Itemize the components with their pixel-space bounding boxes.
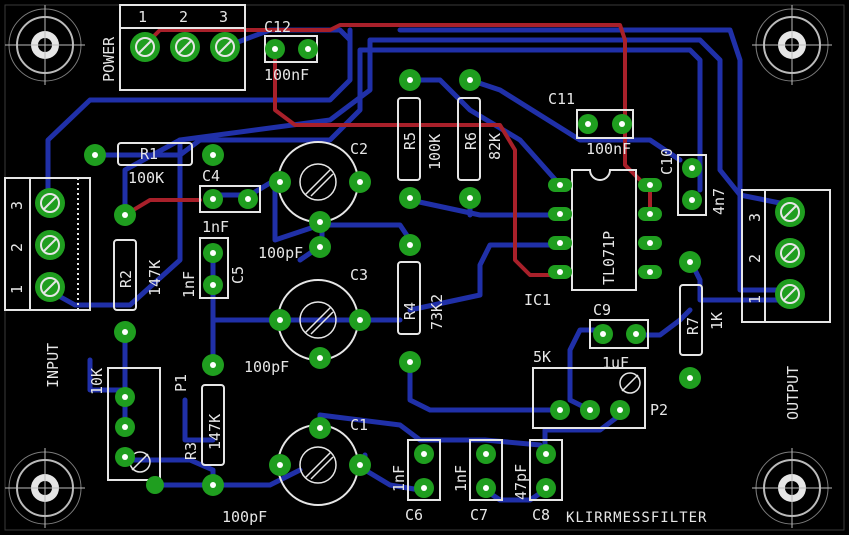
c7-name: C7 bbox=[470, 506, 488, 524]
mounting-hole-bottom-right bbox=[752, 448, 832, 528]
r7-value: 1K bbox=[708, 312, 726, 330]
p2-value: 5K bbox=[533, 348, 551, 366]
c12-value: 100nF bbox=[264, 66, 309, 84]
c7-value: 1nF bbox=[452, 465, 470, 492]
r6-value: 82K bbox=[486, 133, 504, 160]
r3-value: 147K bbox=[206, 414, 224, 450]
input-pin-1-label: 1 bbox=[8, 285, 26, 294]
c2-value: 100pF bbox=[258, 244, 303, 262]
power-pin-2-label: 2 bbox=[179, 8, 188, 26]
r6-name: R6 bbox=[462, 132, 480, 150]
ic1-value: TL071P bbox=[600, 231, 618, 285]
input-pin-3-label: 3 bbox=[8, 201, 26, 210]
r7-name: R7 bbox=[684, 317, 702, 335]
c5-name: C5 bbox=[229, 266, 247, 284]
terminal-screw-marks bbox=[40, 37, 800, 304]
pads bbox=[35, 32, 805, 498]
power-connector-label: POWER bbox=[100, 36, 118, 82]
c4-value: 1nF bbox=[202, 218, 229, 236]
output-pin-3-label: 3 bbox=[746, 213, 764, 222]
c10-name: C10 bbox=[658, 148, 676, 175]
r2-name: R2 bbox=[117, 270, 135, 288]
mounting-hole-top-right bbox=[752, 5, 832, 85]
power-pin-1-label: 1 bbox=[138, 8, 147, 26]
drill-holes bbox=[92, 46, 695, 491]
p1-outline bbox=[107, 367, 161, 481]
input-pin-2-label: 2 bbox=[8, 243, 26, 252]
c8-name: C8 bbox=[532, 506, 550, 524]
p1-value: 10K bbox=[88, 368, 106, 395]
input-connector-outline bbox=[4, 177, 91, 311]
p2-name: P2 bbox=[650, 401, 668, 419]
r5-name: R5 bbox=[401, 132, 419, 150]
p1-name: P1 bbox=[172, 374, 190, 392]
c8-value: 47pF bbox=[512, 464, 530, 500]
c3-value: 100pF bbox=[244, 358, 289, 376]
c6-value: 1nF bbox=[390, 465, 408, 492]
c9-name: C9 bbox=[593, 301, 611, 319]
r1-value: 100K bbox=[128, 169, 164, 187]
mounting-hole-top-left bbox=[5, 5, 85, 85]
p2-outline bbox=[532, 367, 646, 429]
c5-value: 1nF bbox=[180, 271, 198, 298]
project-title: KLIRRMESSFILTER bbox=[566, 510, 707, 526]
c1-value: 100pF bbox=[222, 508, 267, 526]
r3-name: R3 bbox=[182, 442, 200, 460]
power-pin-3-label: 3 bbox=[219, 8, 228, 26]
output-pin-1-label: 1 bbox=[746, 295, 764, 304]
c1-name: C1 bbox=[350, 416, 368, 434]
input-connector-label: INPUT bbox=[44, 343, 62, 388]
ic1-name: IC1 bbox=[524, 291, 551, 309]
output-pin-2-label: 2 bbox=[746, 254, 764, 263]
c9-value: 1uF bbox=[602, 354, 629, 372]
output-connector-label: OUTPUT bbox=[784, 366, 802, 420]
power-connector-outline bbox=[119, 4, 246, 91]
c6-name: C6 bbox=[405, 506, 423, 524]
c11-value: 100nF bbox=[586, 140, 631, 158]
output-connector-outline bbox=[741, 189, 831, 323]
r5-value: 100K bbox=[426, 134, 444, 170]
ic1-outline bbox=[571, 169, 637, 291]
trimmer-symbols bbox=[129, 163, 641, 484]
c12-name: C12 bbox=[264, 18, 291, 36]
c2-name: C2 bbox=[350, 140, 368, 158]
r4-value: 73K2 bbox=[428, 294, 446, 330]
c10-value: 4n7 bbox=[710, 188, 728, 215]
mounting-holes bbox=[5, 5, 832, 528]
c3-name: C3 bbox=[350, 266, 368, 284]
c11-name: C11 bbox=[548, 90, 575, 108]
r4-name: R4 bbox=[401, 302, 419, 320]
r1-name: R1 bbox=[140, 145, 158, 163]
r2-value: 147K bbox=[146, 260, 164, 296]
mounting-hole-bottom-left bbox=[5, 448, 85, 528]
c4-name: C4 bbox=[202, 167, 220, 185]
